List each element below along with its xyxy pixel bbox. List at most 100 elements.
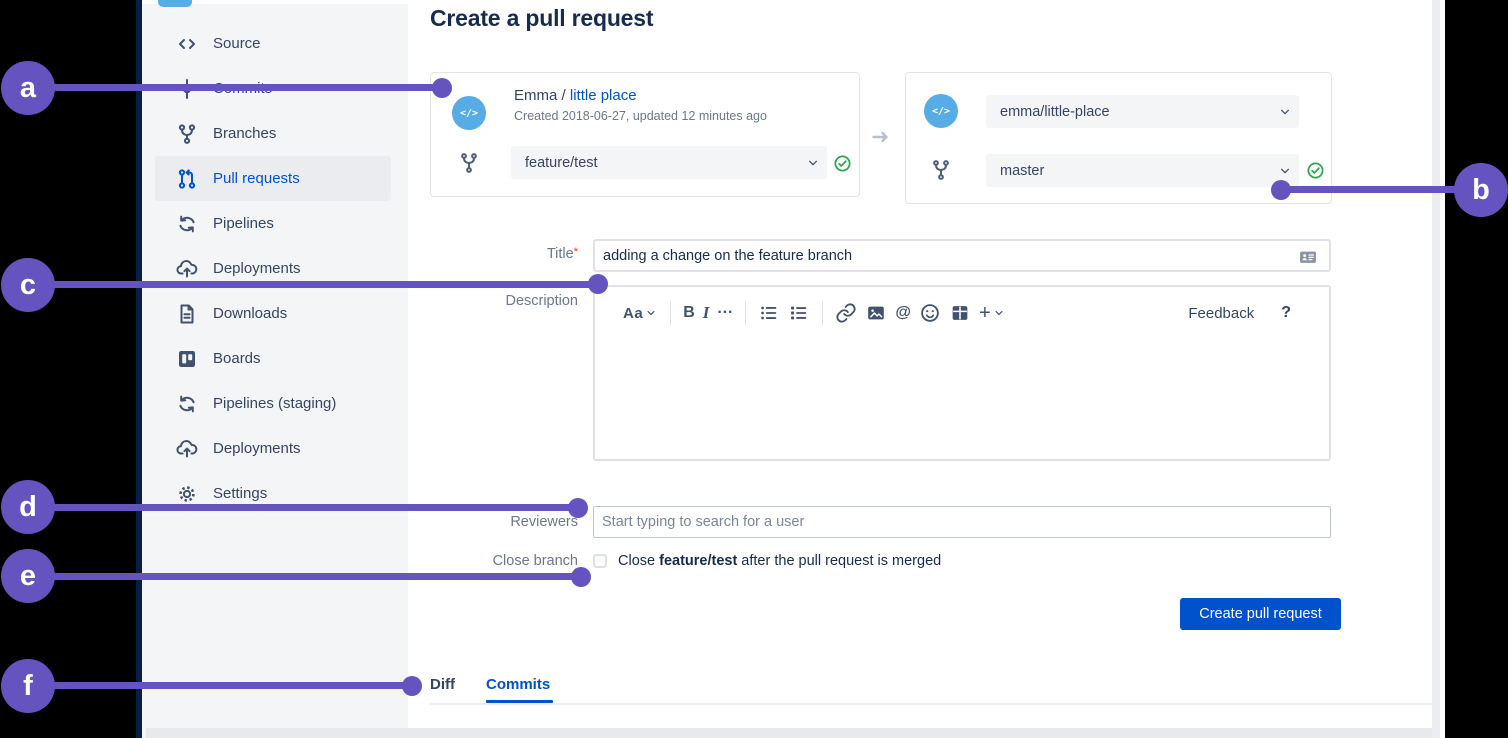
deployments-icon (175, 257, 199, 281)
source-repo-owner: Emma / (514, 87, 566, 104)
tab-diff[interactable]: Diff (430, 676, 455, 693)
help-button[interactable]: ? (1281, 304, 1291, 321)
mention-button[interactable]: @ (895, 304, 911, 321)
vertical-scrollbar[interactable] (1432, 0, 1440, 738)
destination-repo-select[interactable]: emma/little-place (986, 95, 1299, 128)
chevron-down-icon (644, 306, 658, 320)
annotation-dot-e (571, 567, 591, 587)
image-icon[interactable] (865, 302, 887, 324)
annotation-marker-b: b (1454, 163, 1508, 217)
annotation-dot-f (402, 676, 422, 696)
sidebar-item-label: Boards (213, 350, 261, 367)
source-branch-select[interactable]: feature/test (511, 146, 827, 179)
sidebar-item-deployments[interactable]: Deployments (142, 246, 408, 291)
repo-avatar-peek (158, 0, 192, 7)
sidebar-item-downloads[interactable]: Downloads (142, 291, 408, 336)
insert-button[interactable]: + (979, 302, 1006, 325)
destination-repo-value: emma/little-place (1000, 103, 1110, 120)
horizontal-scrollbar[interactable] (146, 728, 1432, 738)
chevron-down-icon (805, 155, 821, 171)
sidebar-item-pull-requests[interactable]: Pull requests (155, 156, 391, 201)
annotation-line-c (40, 281, 600, 288)
title-label-text: Title (546, 246, 574, 262)
pipelines-icon (175, 392, 199, 416)
emoji-icon[interactable] (919, 302, 941, 324)
table-icon[interactable] (949, 302, 971, 324)
downloads-icon (175, 302, 199, 326)
reviewers-input[interactable] (593, 506, 1331, 538)
annotation-line-b (1280, 186, 1462, 193)
close-branch-checkbox[interactable] (593, 554, 607, 568)
left-rail (136, 0, 142, 738)
create-pull-request-button[interactable]: Create pull request (1180, 598, 1341, 630)
title-input[interactable] (593, 239, 1331, 272)
tab-commits[interactable]: Commits (486, 676, 551, 693)
destination-branch-value: master (1000, 162, 1045, 179)
source-repo-link[interactable]: little place (569, 87, 637, 104)
sidebar-item-label: Pipelines (213, 215, 274, 232)
description-label: Description (505, 293, 578, 309)
sidebar-item-branches[interactable]: Branches (142, 111, 408, 156)
sidebar-item-deployments[interactable]: Deployments (142, 426, 408, 471)
annotation-marker-d: d (1, 480, 55, 534)
close-branch-label: Close branch (492, 553, 578, 569)
main-content: Create a pull request </> Emma / little … (136, 0, 1445, 738)
sidebar-item-settings[interactable]: Settings (142, 471, 408, 516)
settings-icon (175, 482, 199, 506)
source-branch-value: feature/test (525, 154, 598, 171)
sidebar-item-pipelines-staging[interactable]: Pipelines (staging) (142, 381, 408, 426)
toolbar-separator (670, 301, 672, 325)
boards-icon (175, 347, 199, 371)
active-tab-underline (486, 700, 553, 703)
sidebar-item-label: Downloads (213, 305, 288, 322)
sidebar-item-label: Pull requests (213, 170, 300, 187)
sidebar-item-label: Pipelines (staging) (213, 395, 337, 412)
check-circle-icon (1306, 161, 1325, 180)
sidebar-item-label: Deployments (213, 260, 301, 277)
source-repo-line: Emma / little place (514, 87, 637, 104)
sidebar-item-label: Deployments (213, 440, 301, 457)
repo-avatar-icon: </> (924, 94, 958, 128)
arrow-right-icon (869, 125, 893, 149)
sidebar-item-pipelines[interactable]: Pipelines (142, 201, 408, 246)
check-circle-icon (833, 154, 852, 173)
numbered-list-icon[interactable] (788, 302, 810, 324)
sidebar-item-label: Settings (213, 485, 268, 502)
more-formatting-button[interactable]: ··· (717, 304, 734, 321)
source-repo-meta: Created 2018-06-27, updated 12 minutes a… (514, 109, 767, 123)
bold-button[interactable]: B (683, 304, 695, 321)
bullet-list-icon[interactable] (758, 302, 780, 324)
fork-icon (457, 151, 481, 175)
text-style-button[interactable]: Aa (623, 305, 658, 322)
link-icon[interactable] (835, 302, 857, 324)
contact-card-icon (1298, 247, 1318, 267)
pull-request-icon (175, 167, 199, 191)
destination-card: </> emma/little-place master (905, 72, 1332, 204)
annotation-line-d (40, 504, 580, 511)
annotation-marker-c: c (1, 258, 55, 312)
sidebar-item-source[interactable]: Source (142, 21, 408, 66)
feedback-link[interactable]: Feedback (1188, 304, 1255, 322)
chevron-down-icon (1277, 163, 1293, 179)
close-branch-text: Close feature/test after the pull reques… (618, 553, 941, 569)
branch-icon (175, 122, 199, 146)
toolbar-separator (745, 301, 747, 325)
sidebar: SourceCommitsBranchesPull requestsPipeli… (142, 0, 408, 738)
code-icon (175, 32, 199, 56)
annotation-line-e (40, 573, 583, 580)
annotation-line-a (40, 84, 444, 91)
pipelines-icon (175, 212, 199, 236)
destination-branch-select[interactable]: master (986, 154, 1299, 187)
required-asterisk: * (573, 246, 578, 258)
annotation-marker-f: f (1, 659, 55, 713)
close-branch-text-suffix: after the pull request is merged (737, 553, 942, 569)
sidebar-item-boards[interactable]: Boards (142, 336, 408, 381)
sidebar-item-label: Source (213, 35, 261, 52)
italic-button[interactable]: I (702, 303, 710, 322)
deployments-icon (175, 437, 199, 461)
annotation-marker-e: e (1, 549, 55, 603)
annotation-dot-a (432, 78, 452, 98)
close-branch-name: feature/test (659, 553, 738, 569)
